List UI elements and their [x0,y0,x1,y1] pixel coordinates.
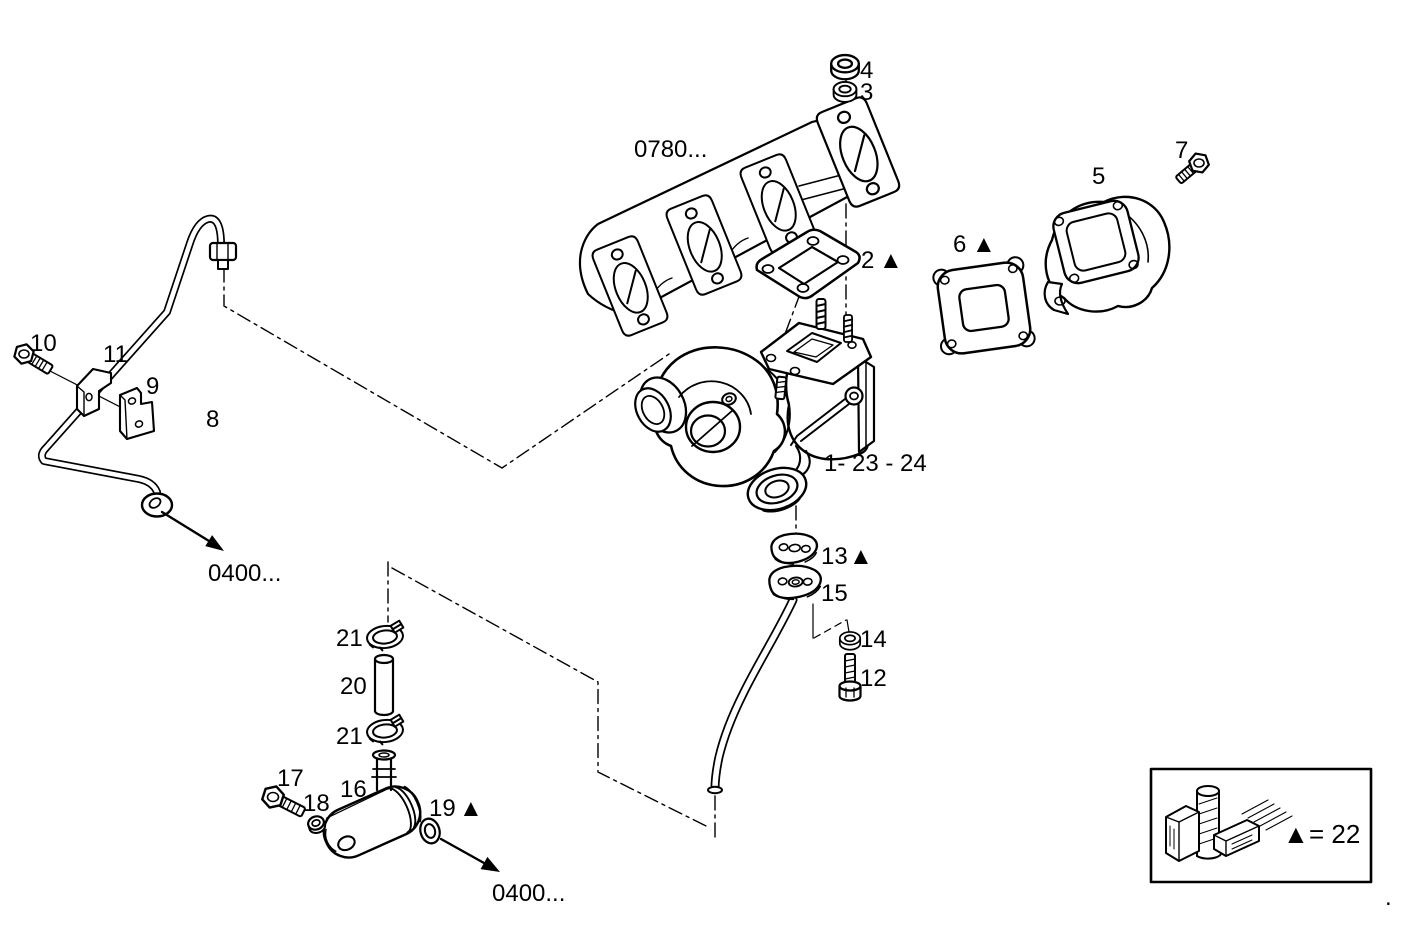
turbo-outlet-gasket-6-drawing [932,256,1036,356]
nut-18-drawing [307,815,327,835]
callout-16: 16 [340,776,367,803]
hose-20-drawing [373,653,395,717]
manifold-ref-label: 0780... [634,136,707,163]
reference-arrow-left [160,510,224,551]
exhaust-manifold-drawing [578,94,903,339]
oil-feed-pipe-8-drawing [37,214,238,518]
callout-9: 9 [146,373,159,400]
callout-7: 7 [1175,137,1188,164]
union-16-drawing [322,749,422,859]
bolt-10-drawing [10,341,54,375]
nut-4-drawing [830,53,860,81]
hose-clamp-21-top-drawing [364,619,407,653]
bolt-7-drawing [1175,151,1212,184]
callout-2: 2 [861,247,874,274]
hose-clamp-21-bottom-drawing [364,713,407,747]
callout-8: 8 [206,406,219,433]
callout-13: 13 [821,543,848,570]
reference-arrow-bottom [439,837,500,872]
callout-4: 4 [860,57,873,84]
legend-equals-value: = 22 [1309,819,1360,849]
triangle-marker-6-icon: ▲ [972,231,996,258]
callout-17: 17 [277,765,304,792]
triangle-marker-13-icon: ▲ [849,543,873,570]
triangle-marker-19-icon: ▲ [459,795,483,822]
callout-12: 12 [860,665,887,692]
gasket-kit-legend-box: ▲ = 22 [1149,767,1373,884]
legend-triangle-icon: ▲ [1283,819,1309,849]
banjo-bolt-17-drawing [259,784,306,818]
callout-15: 15 [821,580,848,607]
bracket-11-drawing [75,367,113,418]
trailing-dot: . [1385,884,1392,911]
manifold-gasket-2-drawing [755,228,861,300]
exhaust-elbow-5-drawing [1043,195,1171,316]
callout-10: 10 [30,330,57,357]
callout-18: 18 [303,790,330,817]
ref-0400-bottom-label: 0400... [492,880,565,907]
oil-drain-gasket-13-drawing [770,532,819,565]
callout-19: 19 [429,795,456,822]
triangle-marker-2-icon: ▲ [879,247,903,274]
callout-1-23-24: 1- 23 - 24 [824,450,927,477]
ref-0400-left-label: 0400... [208,560,281,587]
washer-19-drawing [419,817,441,845]
bracket-9-drawing [118,386,156,441]
oil-drain-pipe-15-drawing [707,564,822,795]
callout-11: 11 [103,341,128,368]
callout-21-bottom: 21 [336,723,363,750]
callout-3: 3 [860,79,873,106]
bolt-12-drawing [838,653,862,702]
callout-21-top: 21 [336,625,363,652]
callout-20: 20 [340,673,367,700]
nut-3-drawing [832,81,858,103]
callout-14: 14 [860,626,887,653]
gasket-kit-packages-icon [1165,785,1293,862]
callout-6: 6 [953,231,966,258]
nut-14-drawing [838,631,862,651]
turbocharger-drawing [634,298,876,513]
callout-5: 5 [1092,163,1105,190]
